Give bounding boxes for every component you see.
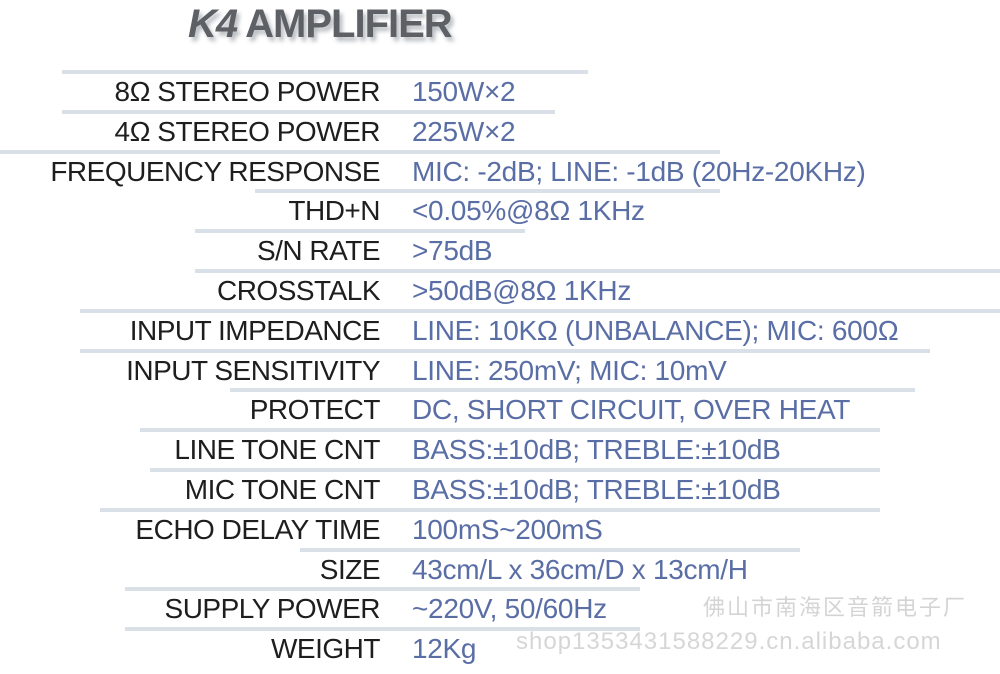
row-divider (300, 547, 800, 552)
product-name: AMPLIFIER (245, 2, 453, 46)
spec-value: 225W×2 (412, 115, 516, 147)
spec-label: CROSSTALK (216, 275, 381, 306)
spec-value: 12Kg (412, 633, 477, 665)
spec-value: BASS:±10dB; TREBLE:±10dB (412, 474, 781, 505)
spec-row: LINE TONE CNT BASS:±10dB; TREBLE:±10dB (0, 428, 1000, 472)
spec-label: 4Ω STEREO POWER (114, 115, 381, 147)
spec-row: THD+N <0.05%@8Ω 1KHz (0, 189, 1000, 233)
spec-label: WEIGHT (271, 633, 381, 665)
row-divider (125, 627, 640, 632)
spec-label: PROTECT (249, 394, 381, 426)
spec-row: S/N RATE >75dB (0, 229, 1000, 273)
spec-value: 100mS~200mS (412, 513, 603, 545)
watermark-shop: shop1353431588229.cn.alibaba.com (516, 628, 942, 655)
row-divider (0, 149, 720, 154)
spec-row: 8Ω STEREO POWER 150W×2 (0, 70, 1000, 114)
spec-label: ECHO DELAY TIME (135, 513, 380, 545)
watermark-company: 佛山市南海区音箭电子厂 (703, 595, 968, 620)
spec-row: ECHO DELAY TIME 100mS~200mS (0, 507, 1000, 552)
spec-value: 150W×2 (412, 76, 516, 107)
spec-label: SIZE (319, 553, 381, 585)
row-divider (140, 428, 880, 433)
spec-row: FREQUENCY RESPONSE MIC: -2dB; LINE: -1dB … (0, 149, 1000, 194)
spec-value: >75dB (412, 235, 493, 267)
spec-value: <0.05%@8Ω 1KHz (412, 195, 645, 227)
spec-value: ~220V, 50/60Hz (412, 593, 607, 625)
row-divider (195, 229, 525, 234)
spec-row: MIC TONE CNT BASS:±10dB; TREBLE:±10dB (0, 468, 1000, 512)
spec-value: MIC: -2dB; LINE: -1dB (20Hz-20KHz) (412, 155, 866, 187)
spec-value: >50dB@8Ω 1KHz (412, 275, 632, 306)
row-divider (100, 507, 880, 512)
spec-label: MIC TONE CNT (184, 474, 381, 505)
row-divider (230, 388, 915, 393)
spec-value: LINE: 10KΩ (UNBALANCE); MIC: 600Ω (412, 314, 899, 346)
row-divider (255, 189, 720, 194)
spec-row: CROSSTALK >50dB@8Ω 1KHz (0, 269, 1000, 313)
row-divider (62, 109, 555, 114)
spec-label: THD+N (288, 195, 380, 227)
spec-label: INPUT SENSITIVITY (126, 354, 380, 386)
spec-row: INPUT SENSITIVITY LINE: 250mV; MIC: 10mV (0, 348, 1000, 393)
row-divider (62, 70, 588, 74)
spec-value: LINE: 250mV; MIC: 10mV (412, 354, 727, 386)
spec-value: 43cm/L x 36cm/D x 13cm/H (412, 553, 748, 585)
spec-row: SUPPLY POWER ~220V, 50/60Hz (0, 587, 1000, 631)
row-divider (80, 308, 1000, 313)
spec-row: SIZE 43cm/L x 36cm/D x 13cm/H (0, 547, 1000, 592)
row-divider (150, 468, 880, 472)
spec-label: LINE TONE CNT (174, 434, 380, 466)
spec-label: S/N RATE (256, 235, 381, 267)
spec-label: 8Ω STEREO POWER (114, 76, 381, 107)
spec-row: 4Ω STEREO POWER 225W×2 (0, 109, 1000, 154)
spec-row: PROTECT DC, SHORT CIRCUIT, OVER HEAT (0, 388, 1000, 432)
row-divider (80, 348, 930, 353)
model-name: K4 (188, 2, 238, 46)
row-divider (125, 587, 640, 592)
spec-label: INPUT IMPEDANCE (129, 314, 381, 346)
spec-label: SUPPLY POWER (164, 593, 381, 625)
spec-value: BASS:±10dB; TREBLE:±10dB (412, 434, 781, 466)
spec-value: DC, SHORT CIRCUIT, OVER HEAT (412, 394, 851, 426)
row-divider (195, 269, 1000, 273)
spec-row: WEIGHT 12Kg (0, 627, 1000, 671)
spec-label: FREQUENCY RESPONSE (50, 155, 380, 187)
spec-row: INPUT IMPEDANCE LINE: 10KΩ (UNBALANCE); M… (0, 308, 1000, 353)
